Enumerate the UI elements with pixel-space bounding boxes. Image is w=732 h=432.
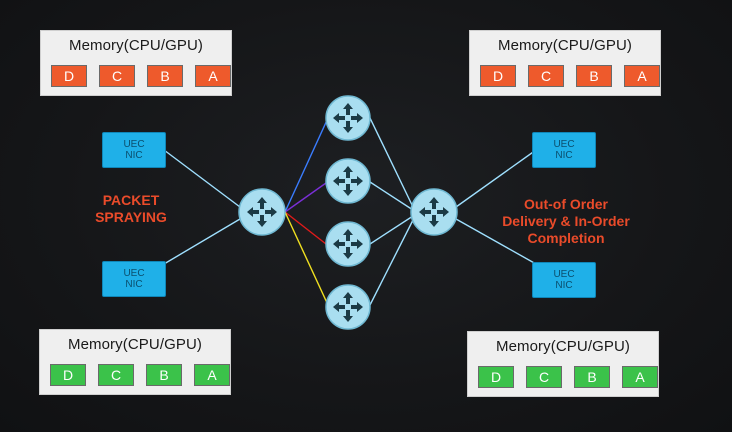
- uec-nic-top-right: UEC NIC: [532, 132, 596, 168]
- packet-cell-c: C: [99, 65, 135, 87]
- router-spine-3: [325, 221, 371, 267]
- packet-cell-d: D: [50, 364, 86, 386]
- nic-label-line2: NIC: [125, 279, 143, 290]
- memory-title: Memory(CPU/GPU): [497, 37, 632, 54]
- link-spine3-right: [369, 215, 414, 245]
- link-nic-top-right: [455, 149, 537, 208]
- nic-label-line2: NIC: [555, 280, 573, 291]
- packet-cell-b: B: [574, 366, 610, 388]
- uec-nic-top-left: UEC NIC: [102, 132, 166, 168]
- packet-cell-c: C: [98, 364, 134, 386]
- memory-block-bottom-left: Memory(CPU/GPU) D C B A: [39, 329, 231, 395]
- packet-cell-d: D: [51, 65, 87, 87]
- link-spine1-right: [369, 117, 414, 208]
- memory-block-bottom-right: Memory(CPU/GPU) D C B A: [467, 331, 659, 397]
- packet-cell-d: D: [478, 366, 514, 388]
- uec-nic-bottom-left: UEC NIC: [102, 261, 166, 297]
- packet-cell-c: C: [528, 65, 564, 87]
- packet-cell-b: B: [147, 65, 183, 87]
- uec-nic-bottom-right: UEC NIC: [532, 262, 596, 298]
- spray-path-yellow: [284, 211, 329, 306]
- out-of-order-delivery-label: Out-of Order Delivery & In-Order Complet…: [502, 196, 630, 246]
- link-nic-bottom-left: [163, 218, 241, 265]
- memory-title: Memory(CPU/GPU): [495, 338, 630, 355]
- packet-cell-c: C: [526, 366, 562, 388]
- memory-block-top-right: Memory(CPU/GPU) D C B A: [469, 30, 661, 96]
- packet-cell-d: D: [480, 65, 516, 87]
- nic-label-line1: UEC: [553, 139, 575, 150]
- router-spine-4: [325, 284, 371, 330]
- nic-label-line1: UEC: [123, 139, 145, 150]
- packet-cell-a: A: [194, 364, 230, 386]
- nic-label-line1: UEC: [553, 269, 575, 280]
- nic-label-line1: UEC: [123, 268, 145, 279]
- memory-title: Memory(CPU/GPU): [67, 336, 202, 353]
- link-spine2-right: [369, 181, 414, 211]
- packet-cell-b: B: [146, 364, 182, 386]
- spray-path-blue: [284, 117, 329, 213]
- spray-path-purple: [284, 182, 327, 213]
- nic-label-line2: NIC: [125, 150, 143, 161]
- router-spine-2: [325, 158, 371, 204]
- spray-path-red: [284, 211, 327, 245]
- packet-cell-a: A: [622, 366, 658, 388]
- link-nic-top-left: [163, 149, 241, 208]
- router-spine-1: [325, 95, 371, 141]
- nic-label-line2: NIC: [555, 150, 573, 161]
- packet-cell-b: B: [576, 65, 612, 87]
- memory-block-top-left: Memory(CPU/GPU) D C B A: [40, 30, 232, 96]
- memory-title: Memory(CPU/GPU): [68, 37, 203, 54]
- packet-cell-a: A: [195, 65, 231, 87]
- packet-cell-a: A: [624, 65, 660, 87]
- packet-spraying-label: PACKET SPRAYING: [95, 192, 167, 225]
- router-right: [410, 188, 458, 236]
- link-nic-bottom-right: [455, 218, 537, 265]
- link-spine4-right: [369, 219, 414, 306]
- router-left: [238, 188, 286, 236]
